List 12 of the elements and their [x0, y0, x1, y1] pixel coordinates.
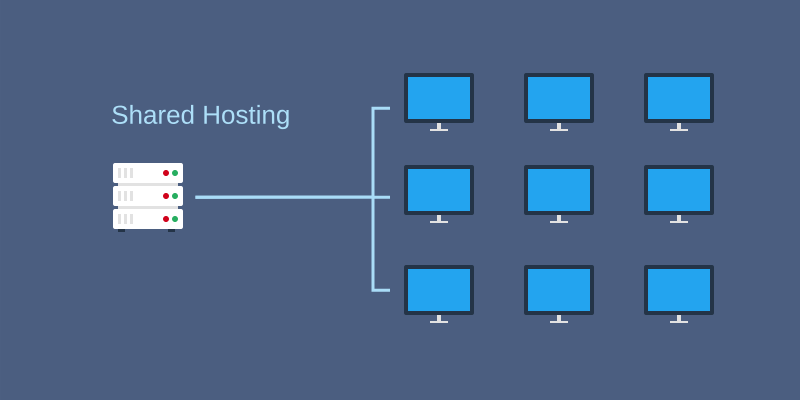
- monitor-drawing: [524, 73, 594, 131]
- monitor-drawing: [404, 265, 474, 323]
- monitor-drawing: [644, 265, 714, 323]
- monitor-drawing: [644, 165, 714, 223]
- monitor-drawing: [644, 73, 714, 131]
- monitor-drawing: [524, 165, 594, 223]
- title: Shared Hosting: [112, 104, 289, 130]
- monitor-drawing: [404, 73, 474, 131]
- monitor-drawing: [404, 165, 474, 223]
- server-drawing: [113, 163, 183, 232]
- monitor-drawing: [524, 265, 594, 323]
- connector-line: [195, 196, 390, 292]
